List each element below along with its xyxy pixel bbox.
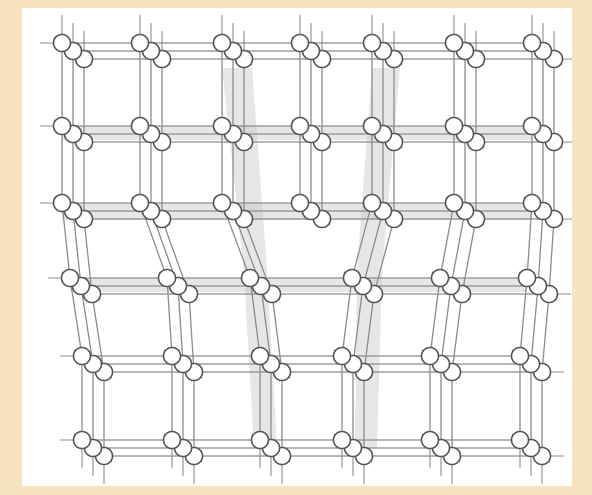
lattice-atom: [132, 118, 149, 135]
lattice-atom: [364, 195, 381, 212]
lattice-atom: [214, 118, 231, 135]
lattice-atom: [252, 432, 269, 449]
lattice-atom: [512, 432, 529, 449]
lattice-atom: [164, 348, 181, 365]
lattice-atom: [62, 270, 79, 287]
lattice-atom: [54, 118, 71, 135]
lattice-atom: [519, 270, 536, 287]
lattice-atom: [292, 118, 309, 135]
lattice-atom: [524, 118, 541, 135]
lattice-atom: [334, 348, 351, 365]
vertical-bond: [531, 286, 538, 364]
lattice-atom: [364, 118, 381, 135]
lattice-atom: [214, 195, 231, 212]
lattice-atom: [446, 35, 463, 52]
vertical-bond: [542, 294, 549, 372]
lattice-atom: [524, 195, 541, 212]
lattice-atoms: [54, 35, 563, 465]
lattice-atom: [292, 195, 309, 212]
lattice-atom: [159, 270, 176, 287]
figure-panel: [22, 8, 572, 486]
edge-dislocation-lattice-diagram: [22, 8, 572, 486]
lattice-atom: [252, 348, 269, 365]
lattice-atom: [132, 35, 149, 52]
vertical-bond: [451, 211, 465, 286]
lattice-atom: [344, 270, 361, 287]
lattice-atom: [164, 432, 181, 449]
lattice-atom: [54, 35, 71, 52]
lattice-atom: [242, 270, 259, 287]
vertical-bond: [538, 211, 543, 286]
lattice-atom: [446, 195, 463, 212]
lattice-atom: [334, 432, 351, 449]
lattice-atom: [422, 432, 439, 449]
lattice-atom: [422, 348, 439, 365]
lattice-atom: [512, 348, 529, 365]
vertical-bond: [452, 294, 462, 372]
lattice-atom: [292, 35, 309, 52]
lattice-bonds: [40, 15, 572, 484]
lattice-atom: [132, 195, 149, 212]
lattice-atom: [214, 35, 231, 52]
lattice-atom: [74, 432, 91, 449]
lattice-atom: [432, 270, 449, 287]
lattice-atom: [364, 35, 381, 52]
lattice-atom: [524, 35, 541, 52]
lattice-atom: [74, 348, 91, 365]
lattice-atom: [54, 195, 71, 212]
vertical-bond: [549, 219, 554, 294]
lattice-atom: [446, 118, 463, 135]
vertical-bond: [441, 286, 451, 364]
